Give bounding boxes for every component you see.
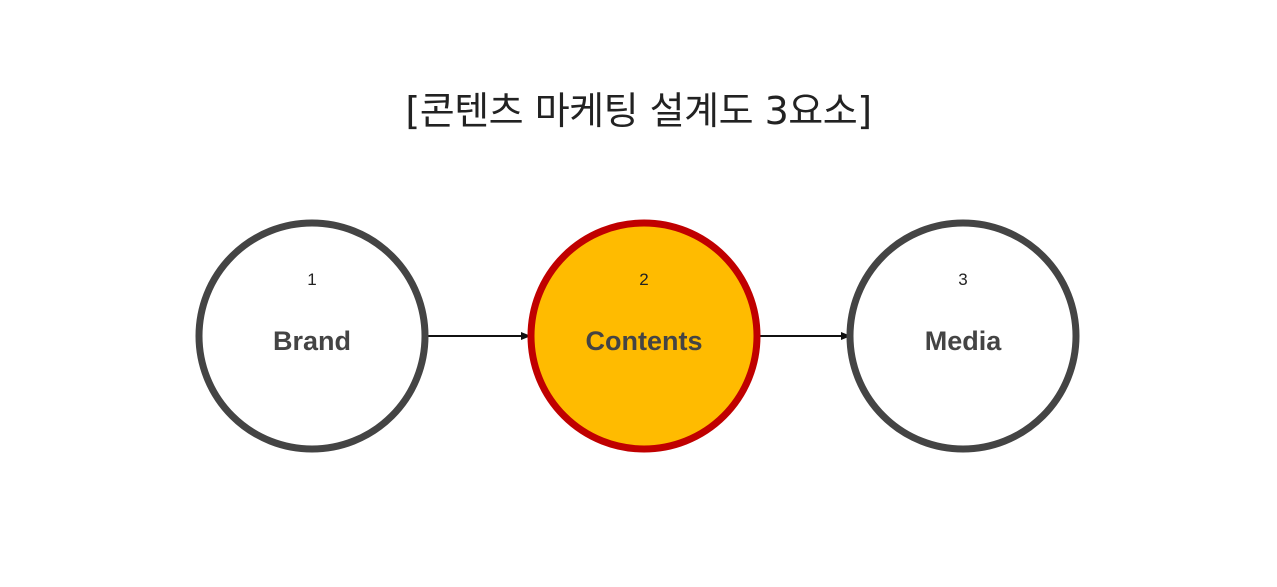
node-media-label: Media: [925, 326, 1003, 356]
node-contents-number: 2: [639, 270, 648, 289]
node-media: 3 Media: [846, 219, 1080, 453]
node-media-number: 3: [958, 270, 967, 289]
node-brand-circle: [195, 219, 429, 453]
node-contents-circle: [527, 219, 761, 453]
node-contents: 2 Contents: [527, 219, 761, 453]
node-media-circle: [846, 219, 1080, 453]
node-brand-label: Brand: [273, 326, 351, 356]
node-brand: 1 Brand: [195, 219, 429, 453]
diagram-title: [콘텐츠 마케팅 설계도 3요소]: [405, 89, 872, 133]
node-contents-label: Contents: [586, 326, 703, 356]
node-brand-number: 1: [307, 270, 316, 289]
